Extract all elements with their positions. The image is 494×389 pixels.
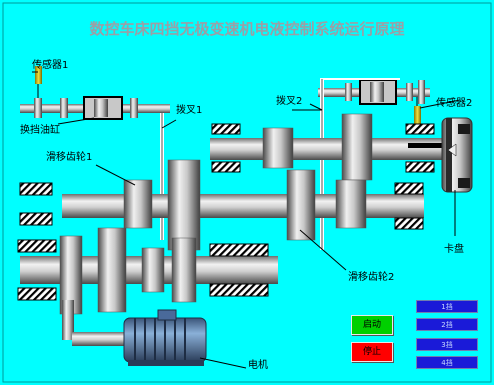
motor-label: 电机	[248, 356, 268, 371]
chuck	[442, 118, 472, 192]
gear3-button[interactable]: 3挡	[416, 338, 478, 351]
gear2-button[interactable]: 2挡	[416, 318, 478, 331]
chuck-label: 卡盘	[444, 240, 464, 255]
diagram-title: 数控车床四挡无极变速机电液控制系统运行原理	[89, 20, 404, 38]
start-button[interactable]: 启动	[351, 315, 393, 335]
sensor2-label: 传感器2	[436, 94, 472, 109]
fork1-label: 拨叉1	[176, 101, 202, 116]
slide-gear2-label: 滑移齿轮2	[348, 268, 394, 283]
sensor2-icon	[414, 106, 421, 124]
shift-cylinder-label: 换挡油缸	[20, 121, 60, 136]
gear4-button[interactable]: 4挡	[416, 356, 478, 369]
stop-button[interactable]: 停止	[351, 342, 393, 362]
gear1-button[interactable]: 1挡	[416, 300, 478, 313]
fork2-label: 拨叉2	[276, 92, 302, 107]
sensor1-label: 传感器1	[32, 56, 68, 71]
slide-gear1-label: 滑移齿轮1	[46, 148, 92, 163]
